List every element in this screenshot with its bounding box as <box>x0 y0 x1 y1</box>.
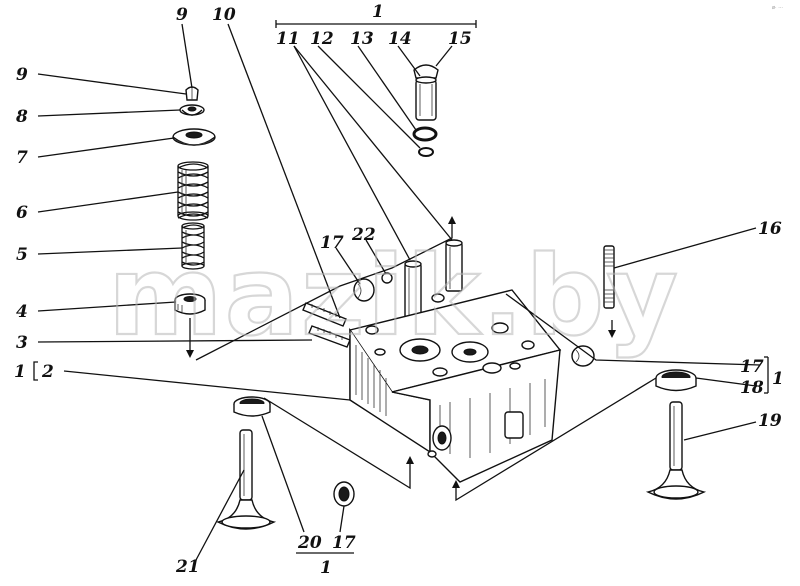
label-1-top: 1 <box>372 2 384 22</box>
label-15: 15 <box>448 29 472 49</box>
washer-part <box>418 147 434 157</box>
label-14: 14 <box>388 29 412 49</box>
seat-insert-part <box>333 481 355 507</box>
label-1-right: 1 <box>772 369 784 389</box>
spring-cap-part <box>179 104 205 116</box>
leader-lines <box>33 20 769 561</box>
label-12: 12 <box>310 29 334 49</box>
stud-part <box>603 245 615 309</box>
label-8: 8 <box>15 107 28 127</box>
valve-right-part <box>645 369 707 500</box>
label-2: 2 <box>41 362 54 382</box>
label-9: 9 <box>16 65 28 85</box>
label-21: 21 <box>175 557 200 577</box>
label-1-left: 1 <box>14 362 26 382</box>
inner-spring-part <box>181 222 205 270</box>
label-17-a: 17 <box>320 233 344 253</box>
parts-drawing <box>172 64 707 530</box>
valve-left-part <box>215 396 277 530</box>
label-6: 6 <box>16 203 28 223</box>
label-13: 13 <box>350 29 374 49</box>
watermark: mazik.by <box>108 232 680 360</box>
plug-part <box>353 272 595 367</box>
label-11: 11 <box>276 29 300 49</box>
label-20: 20 <box>297 533 322 553</box>
spring-plate-part <box>172 128 216 146</box>
label-1-bottom: 1 <box>320 558 332 578</box>
label-22: 22 <box>351 225 376 245</box>
label-5: 5 <box>16 245 28 265</box>
injector-sleeve-part <box>413 64 439 121</box>
corner-mark: ø· ··· <box>772 5 783 11</box>
label-19: 19 <box>758 411 782 431</box>
label-17-b: 17 <box>740 357 764 377</box>
label-3: 3 <box>16 333 28 353</box>
label-10: 10 <box>212 5 236 25</box>
label-18: 18 <box>740 378 764 398</box>
o-ring-part <box>412 126 438 142</box>
callout-labels: 1 11 12 13 14 15 9 10 9 8 7 6 5 4 3 1 2 … <box>14 2 784 578</box>
label-9-top: 9 <box>176 5 188 25</box>
outer-spring-part <box>177 161 209 221</box>
cylinder-head-body <box>348 289 562 483</box>
valve-keeper-part <box>185 86 199 101</box>
label-16: 16 <box>758 219 782 239</box>
spring-seat-part <box>174 293 206 315</box>
valve-guide-part <box>302 302 351 348</box>
label-17-c: 17 <box>332 533 356 553</box>
dowel-pin-part <box>404 239 463 323</box>
label-7: 7 <box>16 148 28 168</box>
label-4: 4 <box>16 302 28 322</box>
